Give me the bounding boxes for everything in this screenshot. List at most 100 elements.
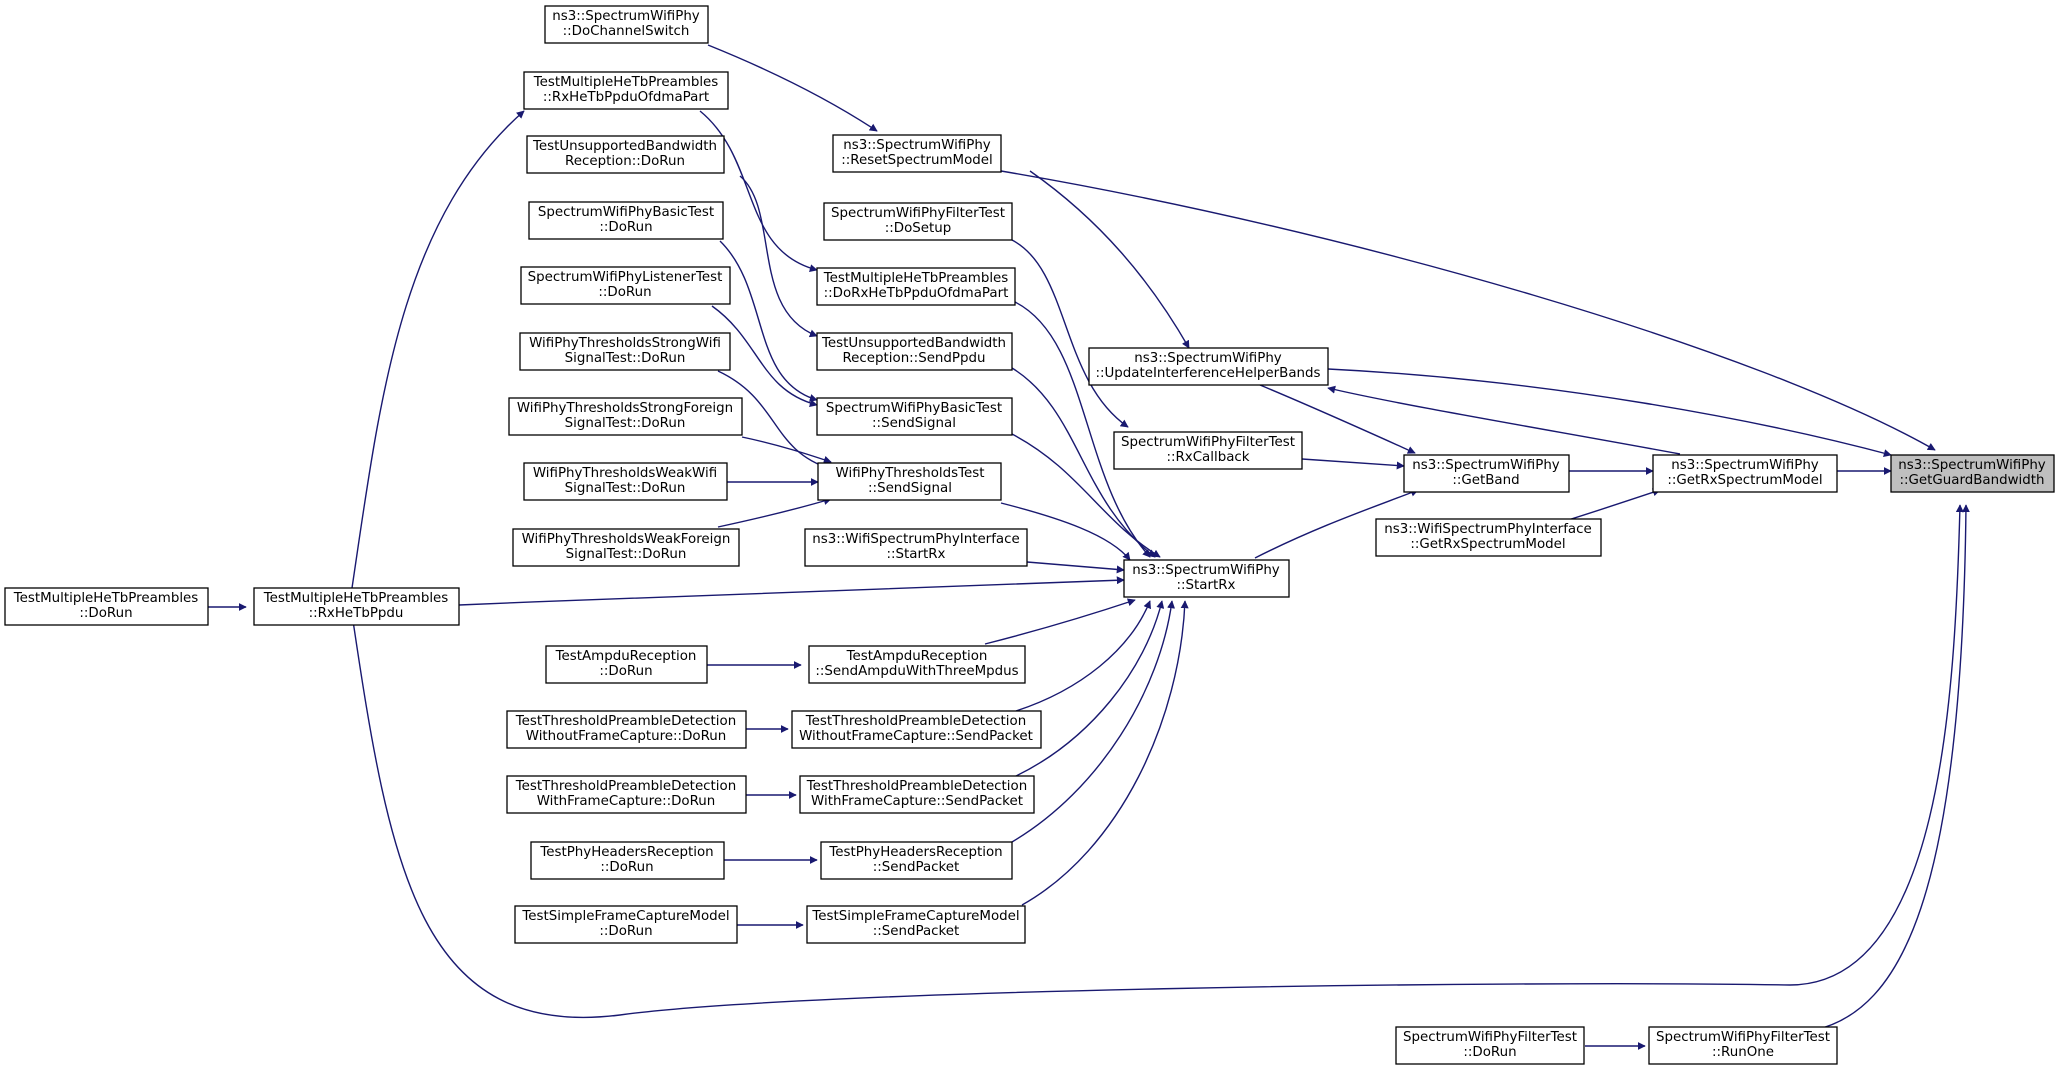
- edge-dochan-to-reset: [707, 44, 878, 132]
- node-label-line2: WithFrameCapture::SendPacket: [811, 794, 1023, 809]
- node-label-line1: TestPhyHeadersReception: [539, 845, 713, 860]
- edge-basic-send-to-startrx: [1011, 433, 1161, 558]
- node-label-line2: ::RxHeTbPpduOfdmaPart: [543, 90, 709, 105]
- node-label-line2: Reception::SendPpdu: [842, 351, 985, 366]
- node-unsupported-dorun[interactable]: TestUnsupportedBandwidth Reception::DoRu…: [526, 135, 725, 174]
- node-resetspectrummodel[interactable]: ns3::SpectrumWifiPhy ::ResetSpectrumMode…: [832, 134, 1002, 173]
- node-wifispectrumphyinterface-getrx[interactable]: ns3::WifiSpectrumPhyInterface ::GetRxSpe…: [1375, 518, 1602, 557]
- edge-unsup-run-to-unsup-send: [739, 175, 818, 338]
- node-label-line1: TestThresholdPreambleDetection: [806, 779, 1027, 794]
- node-label-line2: ::SendPacket: [873, 860, 960, 875]
- node-label-line1: ns3::WifiSpectrumPhyInterface: [1384, 522, 1591, 537]
- node-label-line2: ::SendSignal: [872, 416, 956, 431]
- node-label-line2: ::GetRxSpectrumModel: [1410, 537, 1565, 552]
- node-label-line1: TestSimpleFrameCaptureModel: [521, 909, 729, 924]
- node-ampdu-dorun[interactable]: TestAmpduReception ::DoRun: [545, 645, 708, 684]
- node-label-line2: ::DoSetup: [885, 221, 952, 236]
- node-label-line2: ::SendPacket: [873, 924, 960, 939]
- node-label-line2: WithoutFrameCapture::DoRun: [526, 729, 727, 744]
- edge-strongwifi-to-thr-send: [717, 370, 832, 471]
- edge-weakfor-to-thr-send: [717, 497, 832, 528]
- edge-he-rxofdma-to-he-dorx: [699, 110, 818, 273]
- node-label-line1: WifiPhyThresholdsTest: [836, 466, 985, 481]
- node-label-line1: ns3::SpectrumWifiPhy: [552, 9, 700, 24]
- node-updateinterferencehelperbands[interactable]: ns3::SpectrumWifiPhy ::UpdateInterferenc…: [1088, 347, 1329, 386]
- node-getband[interactable]: ns3::SpectrumWifiPhy ::GetBand: [1403, 454, 1570, 493]
- node-he-dorxhetbppduofdmapart[interactable]: TestMultipleHeTbPreambles ::DoRxHeTbPpdu…: [816, 267, 1016, 306]
- edge-filter-runone-to-getguard: [1814, 504, 1970, 1031]
- node-label-line2: ::DoRxHeTbPpduOfdmaPart: [824, 286, 1009, 301]
- edge-ampdu-send-to-startrx: [984, 598, 1136, 645]
- edge-updatehelper-to-getband: [1259, 384, 1416, 454]
- node-label-line2: WithoutFrameCapture::SendPacket: [799, 729, 1033, 744]
- edge-he-rxtb-to-startrx: [458, 576, 1125, 606]
- node-label-line1: ns3::SpectrumWifiPhy: [1132, 563, 1280, 578]
- node-he-rxhetbppdu[interactable]: TestMultipleHeTbPreambles ::RxHeTbPpdu: [253, 587, 460, 626]
- node-thresholds-weakforeign-dorun[interactable]: WifiPhyThresholdsWeakForeign SignalTest:…: [512, 528, 740, 567]
- node-label-line2: ::DoRun: [599, 924, 652, 939]
- node-label-line2: ::DoChannelSwitch: [563, 24, 690, 39]
- node-label-line2: Reception::DoRun: [565, 154, 685, 169]
- node-label-line1: ns3::WifiSpectrumPhyInterface: [812, 532, 1019, 547]
- edge-he-rxtb-to-getguard: [351, 504, 1964, 1019]
- edge-wifiifc-getrx-to-getrxspec: [1564, 488, 1661, 522]
- node-label-line2: ::ResetSpectrumModel: [841, 153, 993, 168]
- node-he-dorun[interactable]: TestMultipleHeTbPreambles ::DoRun: [4, 587, 209, 626]
- node-preamble-without-sendpacket[interactable]: TestThresholdPreambleDetection WithoutFr…: [791, 710, 1042, 749]
- node-dochannelswitch[interactable]: ns3::SpectrumWifiPhy ::DoChannelSwitch: [544, 5, 709, 44]
- node-preamble-without-dorun[interactable]: TestThresholdPreambleDetection WithoutFr…: [506, 710, 747, 749]
- node-label-line2: ::RunOne: [1712, 1045, 1774, 1060]
- node-framecapture-sendpacket[interactable]: TestSimpleFrameCaptureModel ::SendPacket: [806, 905, 1026, 944]
- node-label-line1: SpectrumWifiPhyBasicTest: [538, 205, 714, 220]
- node-thresholds-weakwifi-dorun[interactable]: WifiPhyThresholdsWeakWifi SignalTest::Do…: [523, 462, 728, 501]
- node-label-line2: ::UpdateInterferenceHelperBands: [1095, 366, 1320, 381]
- node-startrx[interactable]: ns3::SpectrumWifiPhy ::StartRx: [1123, 559, 1290, 598]
- node-thresholds-strongwifi-dorun[interactable]: WifiPhyThresholdsStrongWifi SignalTest::…: [519, 332, 731, 371]
- node-framecapture-dorun[interactable]: TestSimpleFrameCaptureModel ::DoRun: [514, 905, 738, 944]
- node-listenertest-dorun[interactable]: SpectrumWifiPhyListenerTest ::DoRun: [520, 266, 731, 305]
- node-he-rxhetbppduofdmapart[interactable]: TestMultipleHeTbPreambles ::RxHeTbPpduOf…: [523, 71, 729, 110]
- node-preamble-with-sendpacket[interactable]: TestThresholdPreambleDetection WithFrame…: [799, 775, 1035, 814]
- edge-strongfor-to-thr-send: [741, 436, 832, 464]
- node-unsupported-sendppdu[interactable]: TestUnsupportedBandwidth Reception::Send…: [816, 332, 1013, 371]
- node-label-line2: SignalTest::DoRun: [565, 351, 686, 366]
- node-label-line1: TestMultipleHeTbPreambles: [13, 591, 199, 606]
- node-filtertest-rxcallback[interactable]: SpectrumWifiPhyFilterTest ::RxCallback: [1113, 431, 1303, 470]
- node-label-line2: SignalTest::DoRun: [565, 416, 686, 431]
- node-label-line2: ::DoRun: [599, 220, 652, 235]
- edge-filter-setup-to-rxcb: [1011, 239, 1129, 428]
- node-label-line2: ::RxHeTbPpdu: [309, 606, 404, 621]
- node-filtertest-dosetup[interactable]: SpectrumWifiPhyFilterTest ::DoSetup: [823, 202, 1013, 241]
- edge-he-rxtb-to-he-rxofdma: [351, 110, 525, 589]
- node-label-line2: ::DoRun: [1463, 1045, 1516, 1060]
- node-label-line1: TestUnsupportedBandwidth: [532, 139, 717, 154]
- node-label-line2: ::GetBand: [1452, 473, 1519, 488]
- node-filtertest-dorun[interactable]: SpectrumWifiPhyFilterTest ::DoRun: [1395, 1026, 1585, 1065]
- node-label-line2: ::SendSignal: [868, 481, 952, 496]
- node-ampdu-sendampduwiththreempdus[interactable]: TestAmpduReception ::SendAmpduWithThreeM…: [808, 645, 1026, 684]
- node-label-line2: ::DoRun: [600, 860, 653, 875]
- node-label-line1: ns3::SpectrumWifiPhy: [1898, 458, 2046, 473]
- edge-getrxspec-to-updatehelper: [1327, 385, 1681, 455]
- edge-reset-to-getguard: [1000, 170, 1936, 451]
- node-label-line1: ns3::SpectrumWifiPhy: [1412, 458, 1560, 473]
- node-getrxspectrummodel[interactable]: ns3::SpectrumWifiPhy ::GetRxSpectrumMode…: [1652, 454, 1838, 493]
- node-getguardbandwidth[interactable]: ns3::SpectrumWifiPhy ::GetGuardBandwidth: [1890, 454, 2055, 493]
- node-filtertest-runone[interactable]: SpectrumWifiPhyFilterTest ::RunOne: [1648, 1026, 1838, 1065]
- node-label-line2: ::GetGuardBandwidth: [1899, 473, 2044, 488]
- node-label-line1: SpectrumWifiPhyFilterTest: [1403, 1030, 1577, 1045]
- node-wifispectrumphyinterface-startrx[interactable]: ns3::WifiSpectrumPhyInterface ::StartRx: [804, 528, 1028, 567]
- node-thresholds-strongforeign-dorun[interactable]: WifiPhyThresholdsStrongForeign SignalTes…: [508, 397, 743, 436]
- node-thresholdstest-sendsignal[interactable]: WifiPhyThresholdsTest ::SendSignal: [817, 462, 1002, 501]
- edge-updatehelper-to-getguard: [1327, 368, 1892, 458]
- node-label-line1: WifiPhyThresholdsStrongForeign: [517, 401, 733, 416]
- edge-unsup-send-to-startrx: [1011, 367, 1156, 558]
- node-label-line1: WifiPhyThresholdsWeakForeign: [522, 532, 731, 547]
- node-label-line1: SpectrumWifiPhyFilterTest: [1656, 1030, 1830, 1045]
- node-basictest-sendsignal[interactable]: SpectrumWifiPhyBasicTest ::SendSignal: [816, 397, 1013, 436]
- node-basictest-dorun[interactable]: SpectrumWifiPhyBasicTest ::DoRun: [528, 201, 724, 240]
- node-phyheaders-dorun[interactable]: TestPhyHeadersReception ::DoRun: [530, 841, 725, 880]
- node-preamble-with-dorun[interactable]: TestThresholdPreambleDetection WithFrame…: [506, 775, 747, 814]
- node-phyheaders-sendpacket[interactable]: TestPhyHeadersReception ::SendPacket: [820, 841, 1013, 880]
